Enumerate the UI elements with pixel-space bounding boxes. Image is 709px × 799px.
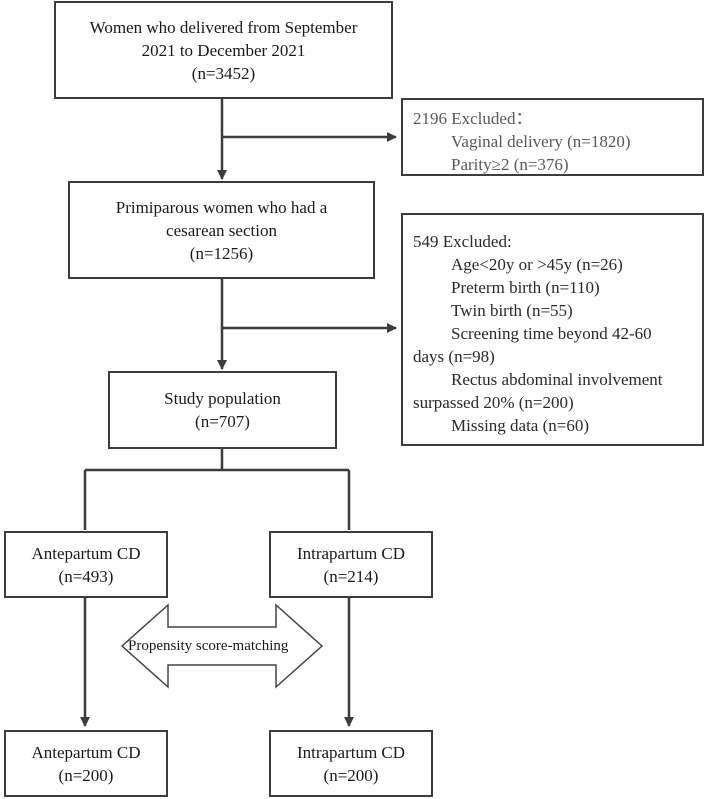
box-text-line: Intrapartum CD xyxy=(296,742,406,762)
box-antepartum-cd: Antepartum CD (n=493) xyxy=(4,531,168,598)
box-text-line: Intrapartum CD xyxy=(296,543,406,563)
exclusion-item: Missing data (n=60) xyxy=(451,416,590,435)
box-text-line: Antepartum CD xyxy=(31,742,141,762)
box-text-line: (n=200) xyxy=(58,765,114,785)
box-text-line: Primiparous women who had a xyxy=(115,197,328,217)
box-exclusion-1: 2196 Excluded： Vaginal delivery (n=1820)… xyxy=(401,98,704,176)
exclusion-item: Twin birth (n=55) xyxy=(451,301,573,320)
box-text-line: (n=3452) xyxy=(191,63,256,83)
exclusion-item: Screening time beyond 42-60 xyxy=(451,324,652,343)
box-primiparous-cesarean: Primiparous women who had a cesarean sec… xyxy=(68,181,375,279)
box-text-line: Women who delivered from September xyxy=(89,17,358,37)
box-text-line: (n=214) xyxy=(323,566,379,586)
box-text-line: (n=200) xyxy=(323,765,379,785)
exclusion-title: 549 Excluded: xyxy=(413,232,512,251)
box-text-line: 2021 to December 2021 xyxy=(141,40,306,60)
box-intrapartum-cd: Intrapartum CD (n=214) xyxy=(269,531,433,598)
exclusion-item: Parity≥2 (n=376) xyxy=(451,155,569,174)
exclusion-item-continued: surpassed 20% (n=200) xyxy=(413,393,574,412)
box-text-line: cesarean section xyxy=(166,220,277,240)
box-text-line: Study population xyxy=(164,389,281,408)
exclusion-item-continued: days (n=98) xyxy=(413,347,495,366)
exclusion-item: Rectus abdominal involvement xyxy=(451,370,663,389)
box-study-population: Study population (n=707) xyxy=(108,371,337,449)
box-antepartum-cd-matched: Antepartum CD (n=200) xyxy=(4,730,168,797)
exclusion-title: 2196 Excluded： xyxy=(413,109,533,128)
exclusion-item: Preterm birth (n=110) xyxy=(451,278,600,297)
exclusion-item: Age<20y or >45y (n=26) xyxy=(451,255,623,274)
box-text-line: Antepartum CD xyxy=(31,543,141,563)
exclusion-item: Vaginal delivery (n=1820) xyxy=(451,132,631,151)
propensity-score-matching-label: Propensity score-matching xyxy=(128,638,289,654)
box-text-line: (n=707) xyxy=(195,412,250,431)
box-text-line: (n=493) xyxy=(58,566,114,586)
propensity-double-arrow xyxy=(120,603,324,689)
box-intrapartum-cd-matched: Intrapartum CD (n=200) xyxy=(269,730,433,797)
box-women-delivered: Women who delivered from September 2021 … xyxy=(54,1,393,99)
box-exclusion-2: 549 Excluded: Age<20y or >45y (n=26) Pre… xyxy=(401,213,704,446)
box-text-line: (n=1256) xyxy=(189,243,254,263)
